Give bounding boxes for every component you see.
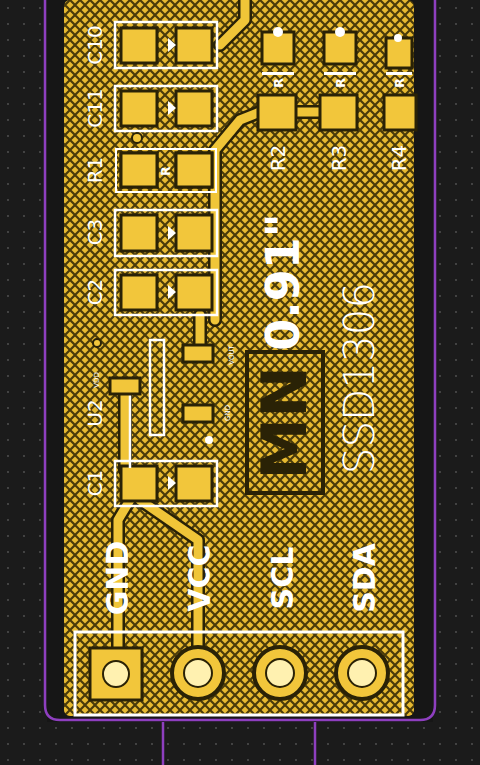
resistor-pads — [121, 32, 416, 187]
part-designator: C11 — [85, 88, 105, 127]
signal-name: VCC — [185, 544, 215, 611]
resistor-mark: R — [393, 78, 406, 88]
signal-name: SCL — [268, 547, 298, 610]
part-designator: R3 — [329, 145, 349, 172]
pin-name: GND — [225, 405, 232, 421]
pin-name: VOUT — [229, 345, 236, 365]
signal-name: GND — [103, 541, 133, 616]
regulator-u2 — [93, 133, 213, 468]
part-designator: C10 — [85, 25, 105, 64]
part-designator: U2 — [85, 399, 105, 426]
resistor-silk — [262, 27, 412, 75]
board-substrate — [47, 0, 433, 722]
resistor-mark: R — [334, 78, 347, 88]
chip-name: SSD1306 — [339, 282, 381, 475]
pin-header — [75, 632, 403, 715]
part-designator: R4 — [389, 145, 409, 172]
signal-name: SDA — [350, 543, 380, 613]
part-designator: R2 — [268, 145, 288, 172]
board-outline — [45, 0, 435, 765]
copper-traces — [118, 0, 322, 650]
part-designator: C2 — [85, 279, 105, 306]
display-size: 0.91" — [260, 213, 306, 350]
part-designator: C3 — [85, 219, 105, 246]
resistor-mark: R — [272, 78, 285, 88]
node-text: MN — [254, 366, 316, 480]
pin-name: VDD — [94, 372, 101, 388]
logo-box: MN — [245, 350, 325, 495]
part-designator: R1 — [85, 157, 105, 184]
node-text: R — [160, 166, 172, 175]
part-designator: C1 — [85, 470, 105, 497]
resistor-footprint: R — [115, 148, 217, 193]
capacitor-footprints — [115, 22, 217, 506]
copper-pour — [64, 0, 414, 716]
